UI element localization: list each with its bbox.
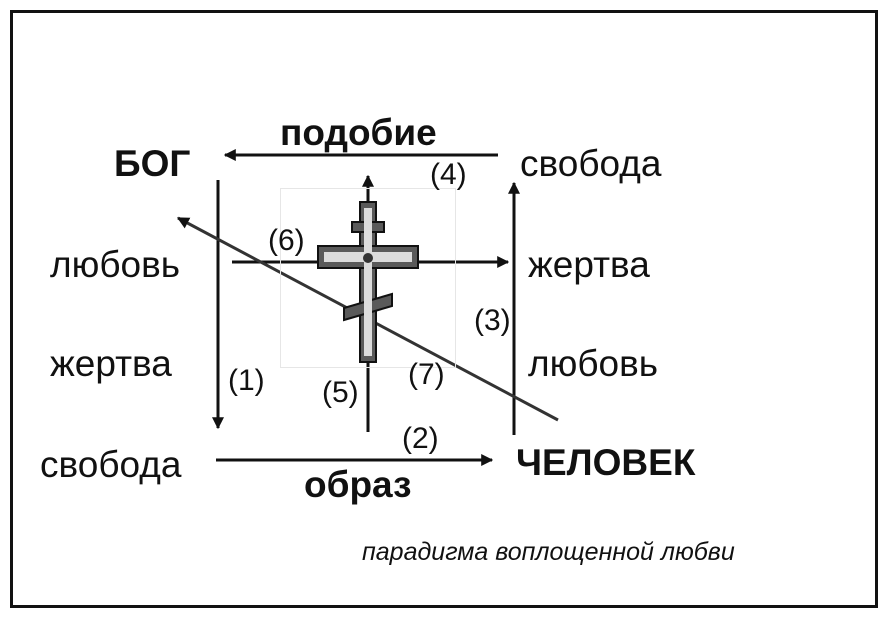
label-sacrifice-left: жертва bbox=[50, 343, 172, 384]
label-love-left: любовь bbox=[50, 244, 181, 285]
caption: парадигма воплощенной любви bbox=[362, 538, 735, 566]
label-love-right: любовь bbox=[528, 343, 659, 384]
number-5: (5) bbox=[322, 376, 359, 409]
number-1: (1) bbox=[228, 364, 265, 397]
label-podobie: подобие bbox=[280, 112, 437, 153]
label-freedom-top-right: свобода bbox=[520, 143, 662, 184]
number-6: (6) bbox=[268, 224, 305, 257]
number-3: (3) bbox=[474, 304, 511, 337]
diagram-frame bbox=[10, 10, 878, 608]
label-obraz: образ bbox=[304, 464, 412, 505]
number-2: (2) bbox=[402, 422, 439, 455]
label-sacrifice-right: жертва bbox=[528, 244, 650, 285]
number-7: (7) bbox=[408, 358, 445, 391]
number-4: (4) bbox=[430, 158, 467, 191]
node-god: БОГ bbox=[114, 143, 191, 184]
orthodox-cross-icon bbox=[280, 188, 456, 368]
label-freedom-bottom-left: свобода bbox=[40, 444, 182, 485]
node-man: ЧЕЛОВЕК bbox=[516, 442, 696, 483]
